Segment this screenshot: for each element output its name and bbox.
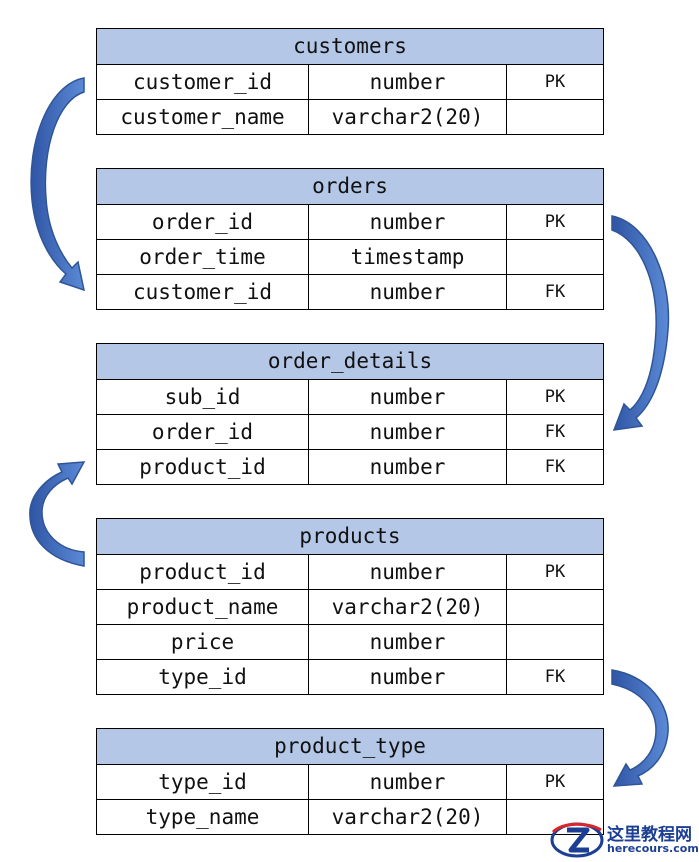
table-title: orders xyxy=(95,168,605,205)
arrow-customers-to-orders xyxy=(30,77,86,292)
column-name: product_id xyxy=(96,449,309,485)
column-name: price xyxy=(96,624,309,660)
table-row: order_time timestamp xyxy=(96,239,605,275)
column-type: number xyxy=(308,64,507,100)
column-type: varchar2(20) xyxy=(308,799,507,835)
column-type: number xyxy=(308,449,507,485)
key-badge: FK xyxy=(506,414,604,450)
column-name: customer_id xyxy=(96,64,309,100)
column-type: number xyxy=(308,274,507,310)
watermark-logo: 这里教程网 herecours.com xyxy=(549,818,699,862)
table-row: price number xyxy=(96,624,605,660)
column-type: varchar2(20) xyxy=(308,589,507,625)
table-row: type_id number FK xyxy=(96,659,605,695)
table-customers: customers customer_id number PK customer… xyxy=(96,28,604,135)
table-title: products xyxy=(95,518,605,555)
key-badge xyxy=(505,239,605,275)
key-badge: FK xyxy=(506,449,604,485)
column-name: product_id xyxy=(96,554,309,590)
key-badge: PK xyxy=(506,379,604,415)
column-name: customer_id xyxy=(96,274,309,310)
column-name: product_name xyxy=(96,589,309,625)
arrow-products-to-product-type xyxy=(611,669,669,787)
table-row: customer_id number FK xyxy=(96,274,605,310)
table-row: product_id number PK xyxy=(96,554,605,590)
key-badge: PK xyxy=(506,64,604,100)
table-row: order_id number PK xyxy=(96,204,605,240)
table-title: customers xyxy=(96,28,604,65)
column-name: type_id xyxy=(96,659,309,695)
table-row: product_name varchar2(20) xyxy=(96,589,605,625)
key-badge: FK xyxy=(505,274,605,310)
table-order-details: order_details sub_id number PK order_id … xyxy=(96,343,604,485)
column-type: number xyxy=(308,379,507,415)
column-type: number xyxy=(308,554,507,590)
watermark-url: herecours.com xyxy=(607,842,699,855)
table-title: order_details xyxy=(96,343,604,380)
arrow-products-to-order-details xyxy=(29,461,86,567)
column-type: number xyxy=(308,414,507,450)
table-title: product_type xyxy=(96,728,604,765)
table-row: type_id number PK xyxy=(96,764,604,800)
column-type: number xyxy=(308,204,507,240)
logo-icon xyxy=(550,822,604,858)
column-type: number xyxy=(308,624,507,660)
column-name: order_id xyxy=(96,204,309,240)
table-row: customer_name varchar2(20) xyxy=(96,99,604,135)
column-type: varchar2(20) xyxy=(308,99,507,135)
column-name: type_id xyxy=(96,764,309,800)
table-row: product_id number FK xyxy=(96,449,604,485)
column-name: order_id xyxy=(96,414,309,450)
table-row: type_name varchar2(20) xyxy=(96,799,604,835)
key-badge xyxy=(505,589,605,625)
key-badge: PK xyxy=(506,764,604,800)
table-products: products product_id number PK product_na… xyxy=(95,518,605,695)
table-row: order_id number FK xyxy=(96,414,604,450)
column-name: sub_id xyxy=(96,379,309,415)
table-orders: orders order_id number PK order_time tim… xyxy=(95,168,605,310)
column-name: order_time xyxy=(96,239,309,275)
column-type: number xyxy=(308,764,507,800)
column-name: customer_name xyxy=(96,99,309,135)
table-row: customer_id number PK xyxy=(96,64,604,100)
table-row: sub_id number PK xyxy=(96,379,604,415)
key-badge xyxy=(506,99,604,135)
arrow-orders-to-order-details xyxy=(611,215,670,431)
column-name: type_name xyxy=(96,799,309,835)
key-badge: FK xyxy=(505,659,605,695)
watermark-title: 这里教程网 xyxy=(607,825,692,845)
key-badge: PK xyxy=(505,204,605,240)
key-badge: PK xyxy=(505,554,605,590)
column-type: timestamp xyxy=(308,239,507,275)
key-badge xyxy=(505,624,605,660)
table-product-type: product_type type_id number PK type_name… xyxy=(96,728,604,835)
column-type: number xyxy=(308,659,507,695)
